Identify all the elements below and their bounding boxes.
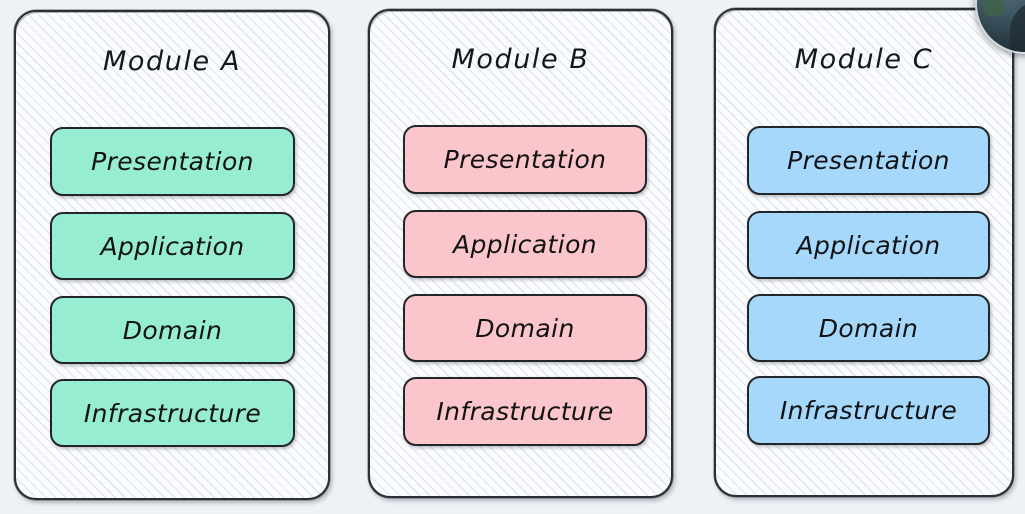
layer-box-c-presentation[interactable]: Presentation — [747, 126, 990, 195]
layer-box-a-infrastructure[interactable]: Infrastructure — [50, 379, 295, 447]
layer-label-a-infrastructure: Infrastructure — [83, 398, 262, 428]
layer-label-c-infrastructure: Infrastructure — [779, 396, 958, 425]
layer-label-c-presentation: Presentation — [787, 146, 950, 175]
layer-label-b-presentation: Presentation — [443, 145, 607, 174]
layer-label-a-domain: Domain — [122, 315, 223, 345]
module-container-a[interactable]: Module A Presentation Application Domain… — [14, 10, 330, 500]
layer-label-c-application: Application — [796, 230, 941, 260]
layer-label-a-application: Application — [100, 231, 245, 261]
module-title-c: Module C — [794, 44, 934, 75]
layer-box-b-presentation[interactable]: Presentation — [403, 125, 647, 194]
layer-box-c-domain[interactable]: Domain — [747, 294, 990, 362]
layer-label-b-domain: Domain — [475, 313, 575, 343]
layer-box-c-application[interactable]: Application — [747, 211, 990, 279]
layer-label-a-presentation: Presentation — [91, 147, 254, 176]
layer-box-b-infrastructure[interactable]: Infrastructure — [403, 377, 647, 446]
module-container-b[interactable]: Module B Presentation Application Domain… — [368, 9, 673, 498]
module-container-c[interactable]: Module C Presentation Application Domain… — [714, 8, 1014, 497]
layer-label-b-infrastructure: Infrastructure — [436, 397, 614, 426]
layer-box-b-domain[interactable]: Domain — [403, 294, 647, 362]
layer-box-a-application[interactable]: Application — [50, 212, 295, 280]
layer-box-a-presentation[interactable]: Presentation — [50, 127, 295, 196]
layer-label-c-domain: Domain — [818, 313, 919, 343]
layer-label-b-application: Application — [452, 229, 598, 259]
layer-box-c-infrastructure[interactable]: Infrastructure — [747, 376, 990, 445]
layer-box-a-domain[interactable]: Domain — [50, 296, 295, 364]
webcam-person-silhouette — [1009, 0, 1025, 52]
module-title-a: Module A — [102, 46, 242, 77]
webcam-plant — [982, 0, 1004, 16]
module-title-b: Module B — [451, 44, 590, 75]
layer-box-b-application[interactable]: Application — [403, 210, 647, 278]
